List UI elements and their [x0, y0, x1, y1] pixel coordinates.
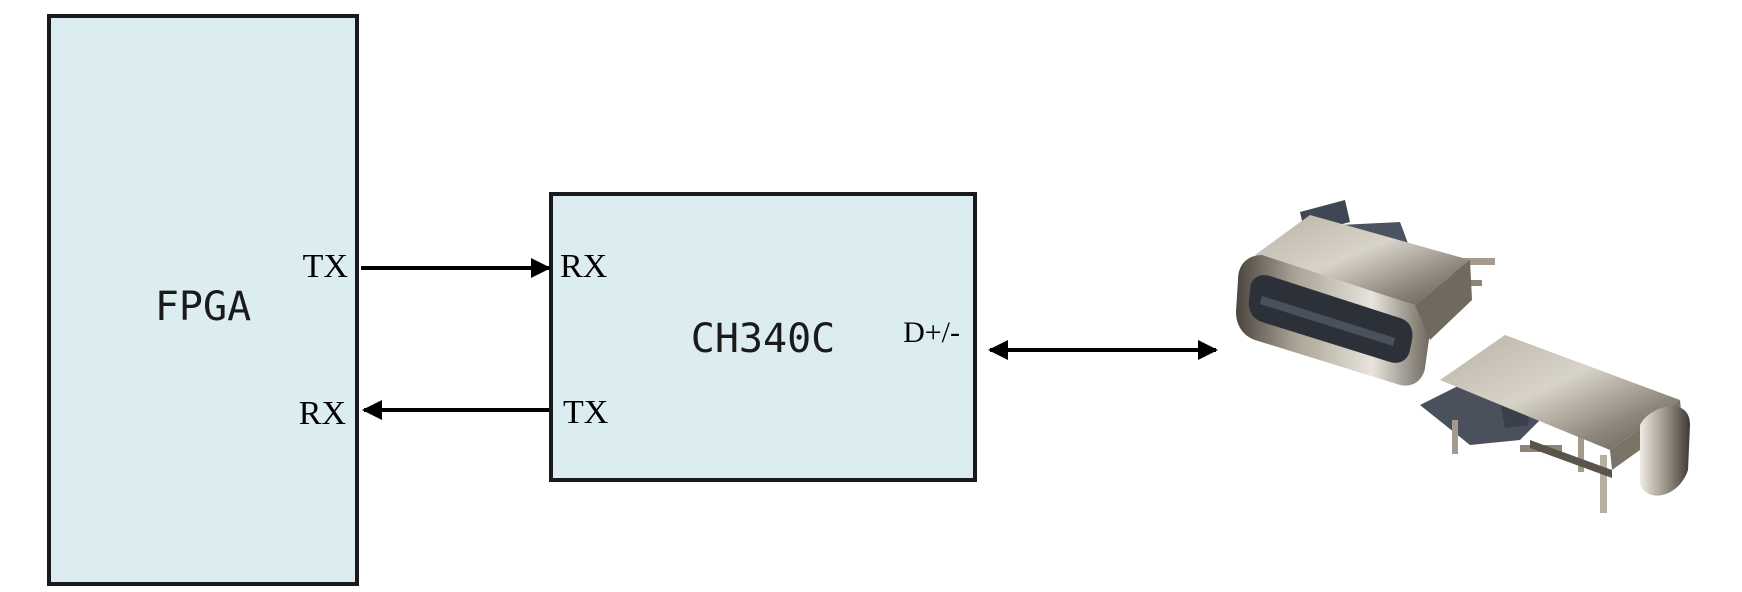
usb-connector-front-view: [1236, 200, 1495, 386]
ch340c-block: CH340C RX TX D+/-: [549, 192, 977, 482]
ch340c-box: [549, 192, 977, 482]
ch340c-rx-label: RX: [560, 248, 607, 285]
fpga-block: FPGA TX RX: [47, 14, 359, 586]
fpga-title: FPGA: [155, 284, 251, 330]
ch340c-tx-label: TX: [563, 394, 608, 431]
connections: [361, 258, 1218, 420]
usb-connector-rear-view: [1420, 335, 1690, 513]
usb-type-c-connector-image: [1236, 200, 1690, 513]
fpga-rx-label: RX: [299, 395, 346, 432]
fpga-box: [47, 14, 359, 586]
ch340c-title: CH340C: [691, 316, 836, 362]
ch340c-usb-label: D+/-: [903, 316, 960, 349]
fpga-tx-label: TX: [303, 248, 348, 285]
